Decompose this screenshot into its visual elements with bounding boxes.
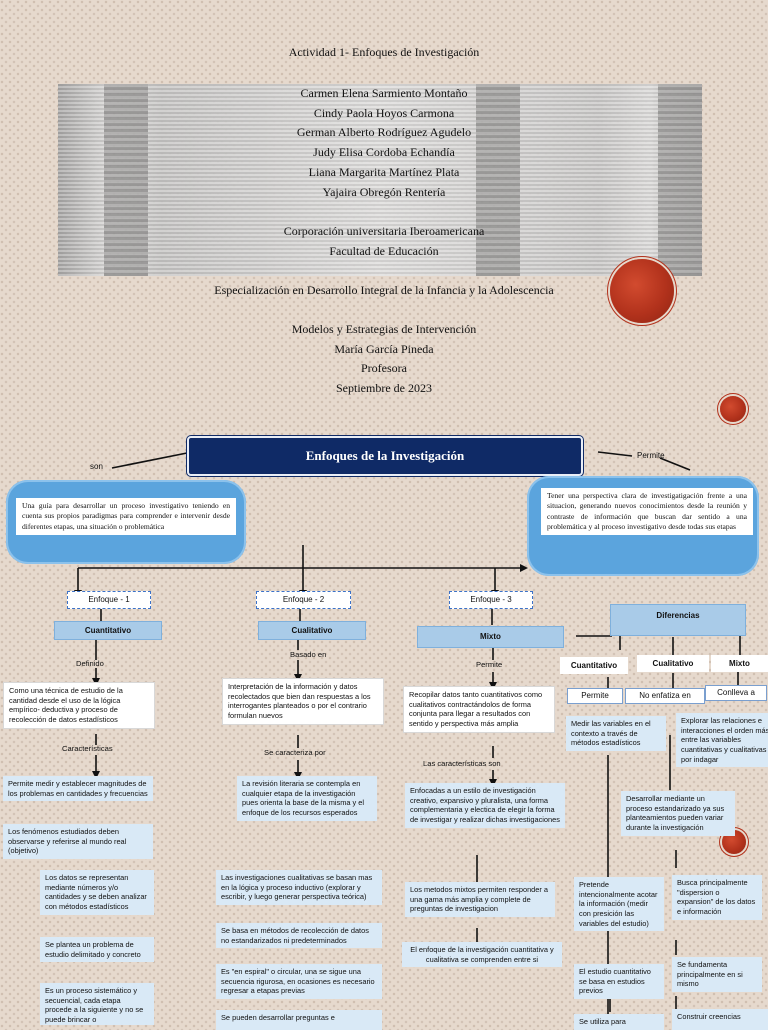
decorative-circle-large [610, 259, 674, 323]
characteristic-note: La revisión literaria se contempla en cu… [237, 776, 377, 821]
characteristic-note: Es un proceso sistemático y secuencial, … [40, 983, 154, 1025]
diferencias-link: No enfatiza en [625, 688, 705, 704]
characteristic-note: Permite medir y establecer magnitudes de… [3, 776, 153, 802]
characteristic-note: El enfoque de la investigación cuantitat… [402, 942, 562, 968]
definition-bubble-left: Una guía para desarrollar un proceso inv… [6, 480, 246, 564]
activity-title: Actividad 1- Enfoques de Investigación [288, 45, 480, 59]
connector-label: Las características son [423, 759, 501, 768]
diferencias-column: Cualitativo [637, 655, 709, 672]
label-permite: Permite [637, 451, 665, 460]
enfoque-definition: Interpretación de la información y datos… [222, 678, 384, 725]
enfoque-tag: Enfoque - 2 [256, 591, 351, 609]
characteristic-note: Se plantea un problema de estudio delimi… [40, 937, 154, 963]
faculty: Facultad de Educación [329, 244, 439, 258]
characteristic-note: Se pueden desarrollar preguntas e [216, 1010, 382, 1030]
connector-label: Características [62, 744, 113, 753]
definition-bubble-right: Tener una perspectiva clara de investiga… [527, 476, 759, 576]
enfoque-name: Cualitativo [258, 621, 366, 640]
institution: Corporación universitaria Iberoamericana [283, 224, 485, 238]
date: Septiembre de 2023 [336, 381, 432, 395]
specialization: Especialización en Desarrollo Integral d… [214, 283, 554, 297]
connector-label: Definido [76, 659, 104, 668]
author-name: Carmen Elena Sarmiento Montaño [300, 86, 468, 100]
connector-label: Permite [476, 660, 503, 669]
definition-text: Tener una perspectiva clara de investiga… [541, 488, 753, 535]
enfoque-definition: Recopilar datos tanto cuantitativos como… [403, 686, 555, 733]
label-son: son [90, 462, 103, 471]
diagram-title: Enfoques de la Investigación [187, 436, 583, 476]
characteristic-note: Las investigaciones cualitativas se basa… [216, 870, 382, 905]
diferencias-link: Permite [567, 688, 623, 704]
diferencias-note: Se fundamenta principalmente en si mismo [672, 957, 762, 992]
characteristic-note: Los datos se representan mediante número… [40, 870, 154, 915]
enfoque-tag: Enfoque - 3 [449, 591, 533, 609]
definition-text: Una guía para desarrollar un proceso inv… [16, 498, 236, 535]
characteristic-note: Los fenómenos estudiados deben observars… [3, 824, 153, 859]
diferencias-title: Diferencias [610, 604, 746, 636]
author-name: Liana Margarita Martínez Plata [308, 165, 460, 179]
decorative-circle-small [720, 396, 746, 422]
enfoque-tag: Enfoque - 1 [67, 591, 151, 609]
author-name: Yajaira Obregón Rentería [322, 185, 446, 199]
enfoque-name: Cuantitativo [54, 621, 162, 640]
header-banner [58, 84, 702, 276]
diferencias-note: Busca principalmente "dispersion o expan… [672, 875, 762, 920]
diferencias-note: Desarrollar mediante un proceso estandar… [621, 791, 735, 836]
professor-name: María García Pineda [334, 342, 434, 356]
characteristic-note: Es "en espiral" o circular, una se sigue… [216, 964, 382, 999]
characteristic-note: Se basa en métodos de recolección de dat… [216, 923, 382, 949]
author-name: Judy Elisa Cordoba Echandía [313, 145, 455, 159]
characteristic-note: Enfocadas a un estilo de investigación c… [405, 783, 565, 828]
diferencias-column: Cuantitativo [560, 657, 628, 674]
connector-label: Basado en [290, 650, 327, 659]
author-name: Cindy Paola Hoyos Carmona [313, 106, 455, 120]
diferencias-note: Explorar las relaciones e interacciones … [676, 713, 768, 768]
enfoque-name: Mixto [417, 626, 564, 648]
enfoque-definition: Como una técnica de estudio de la cantid… [3, 682, 155, 729]
author-name: German Alberto Rodríguez Agudelo [296, 125, 472, 139]
diferencias-column: Mixto [711, 655, 768, 672]
professor-role: Profesora [361, 361, 407, 375]
connector-label: Se caracteriza por [264, 748, 326, 757]
diferencias-note: Se utiliza para [574, 1014, 664, 1030]
diferencias-note: El estudio cuantitativo se basa en estud… [574, 964, 664, 999]
course-name: Modelos y Estrategias de Intervención [291, 322, 477, 336]
diferencias-link: Conlleva a [705, 685, 767, 701]
characteristic-note: Los metodos mixtos permiten responder a … [405, 882, 555, 917]
diferencias-note: Medir las variables en el contexto a tra… [566, 716, 666, 751]
diferencias-note: Pretende intencionalmente acotar la info… [574, 877, 664, 932]
diferencias-note: Construir creencias [672, 1009, 768, 1030]
